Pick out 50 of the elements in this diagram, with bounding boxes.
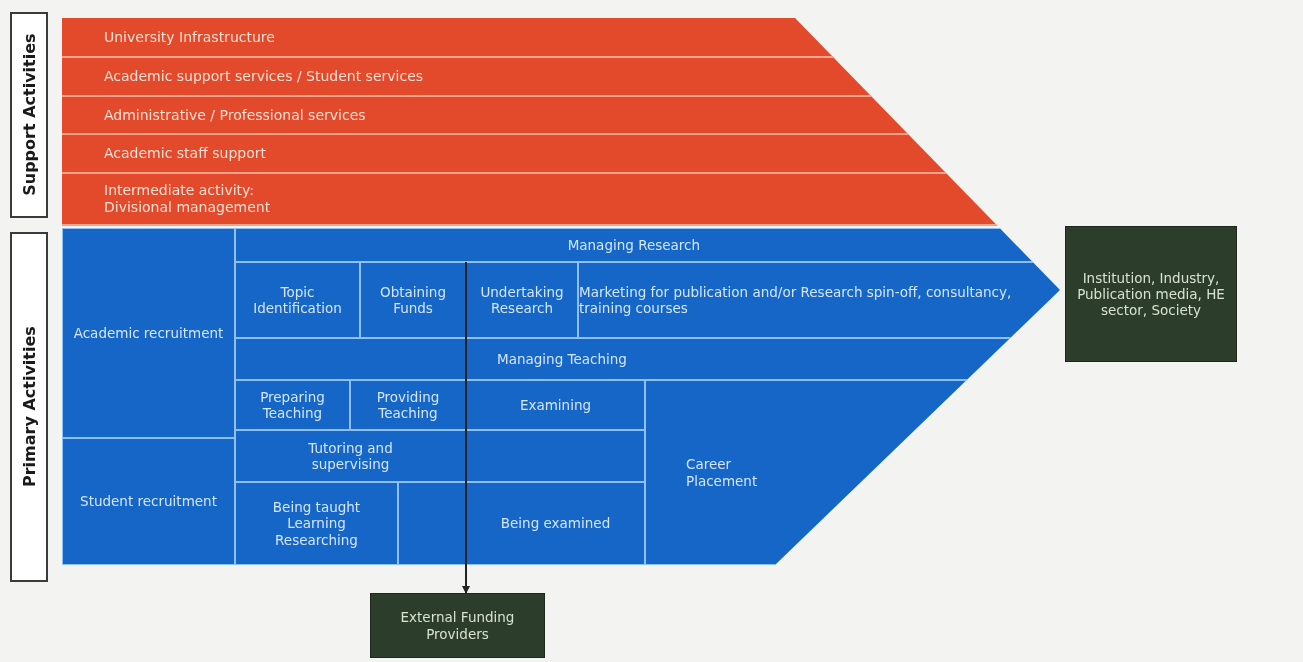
stakeholder-box — [370, 593, 545, 658]
activity-label: External Funding Providers — [399, 609, 516, 642]
primary-activity-cell — [466, 482, 645, 565]
primary-activity-cell — [235, 430, 466, 482]
section-label-box — [10, 232, 48, 582]
activity-label: Being taught Learning Researching — [271, 499, 362, 548]
activity-label: Being examined — [500, 515, 611, 532]
stakeholder-box — [1065, 226, 1237, 362]
primary-activity-cell — [235, 228, 1033, 262]
support-activity-band — [62, 97, 909, 135]
activity-label: Obtaining Funds — [379, 283, 447, 317]
section-label: Primary Activities — [19, 326, 39, 488]
activity-label: Administrative / Professional services — [104, 106, 366, 124]
activity-label: Topic Identification — [252, 283, 343, 317]
empty-cell — [398, 482, 466, 565]
support-activity-band — [62, 18, 834, 58]
primary-activity-cell — [578, 262, 1060, 338]
primary-activity-cell — [62, 228, 235, 438]
section-label: Support Activities — [19, 33, 39, 197]
activity-label: Intermediate activity: — [104, 182, 255, 199]
activity-label: Career Placement — [686, 456, 759, 489]
primary-activity-cell — [235, 380, 350, 430]
activity-label: Divisional management — [104, 199, 271, 216]
arrow — [462, 261, 470, 594]
support-activity-band — [62, 58, 872, 97]
activity-label: Student recruitment — [80, 493, 217, 510]
primary-activity-cell — [466, 262, 578, 338]
primary-activity-cell — [235, 482, 398, 565]
primary-activity-cell — [466, 380, 645, 430]
activity-label: Marketing for publication and/or Research spin-off, consultancy, training courses — [579, 283, 1013, 317]
activity-label: Examining — [519, 396, 592, 414]
activity-label: Preparing Teaching — [259, 388, 326, 422]
activity-label: Undertaking Research — [479, 283, 565, 317]
section-label-box — [10, 12, 48, 218]
activity-label: Academic staff support — [104, 145, 266, 162]
activity-label: Institution, Industry, Publication media, HE sector, Society — [1076, 269, 1226, 319]
support-activity-band — [62, 174, 998, 226]
activity-label: Providing Teaching — [375, 388, 441, 422]
primary-activity-cell — [360, 262, 466, 338]
primary-activity-cell — [350, 380, 466, 430]
activity-label: Academic support services / Student services — [104, 68, 424, 85]
activity-label: Academic recruitment — [73, 324, 224, 342]
support-activity-band — [62, 135, 947, 174]
primary-activity-cell — [62, 438, 235, 565]
activity-label: Tutoring and supervising — [307, 439, 394, 473]
activity-label: Managing Teaching — [497, 350, 627, 368]
primary-activity-cell — [466, 338, 1011, 380]
primary-activity-cell — [235, 262, 360, 338]
activity-label: Managing Research — [567, 236, 701, 254]
activity-label: University Infrastructure — [104, 28, 275, 46]
